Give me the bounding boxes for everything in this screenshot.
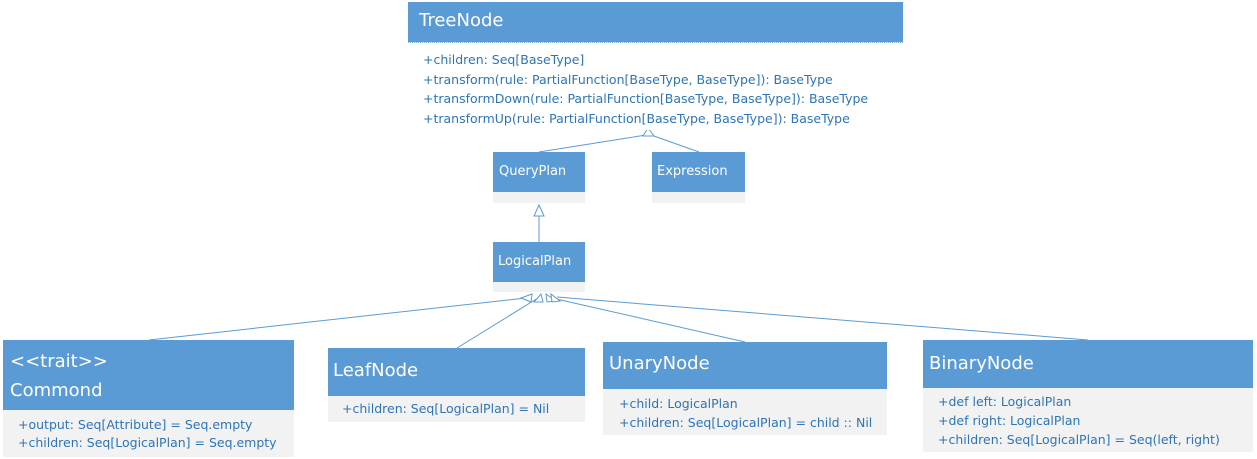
binarynode-member: +def left: LogicalPlan	[938, 394, 1072, 409]
commond-members: +output: Seq[Attribute] = Seq.empty +chi…	[3, 410, 294, 457]
logicalplan-header: LogicalPlan	[493, 242, 585, 282]
commond-header: <<trait>> Commond	[3, 340, 294, 410]
edge-unarynode-logicalplan	[551, 297, 746, 343]
class-expression[interactable]: Expression	[652, 152, 745, 203]
expression-header: Expression	[652, 152, 745, 192]
commond-stereotype: <<trait>>	[10, 351, 108, 372]
arrowhead-queryplan	[533, 203, 545, 217]
treenode-title: TreeNode	[419, 10, 504, 31]
leafnode-member: +children: Seq[LogicalPlan] = Nil	[342, 401, 550, 416]
logicalplan-members	[493, 282, 585, 292]
leafnode-members: +children: Seq[LogicalPlan] = Nil	[328, 396, 585, 422]
edge-commond-logicalplan	[148, 297, 527, 341]
treenode-member: +transformDown(rule: PartialFunction[Bas…	[423, 91, 869, 106]
arrowhead-logicalplan-c	[545, 292, 558, 303]
unarynode-members: +child: LogicalPlan +children: Seq[Logic…	[603, 389, 887, 435]
edge-binarynode-logicalplan	[556, 296, 1089, 341]
binarynode-title: BinaryNode	[929, 353, 1034, 374]
unarynode-title: UnaryNode	[609, 353, 710, 374]
expression-title: Expression	[657, 164, 728, 179]
edge-expression-treenode	[650, 134, 700, 153]
logicalplan-title: LogicalPlan	[498, 254, 572, 269]
binarynode-member: +def right: LogicalPlan	[938, 413, 1081, 428]
treenode-member: +children: Seq[BaseType]	[423, 52, 585, 67]
class-binarynode[interactable]: BinaryNode +def left: LogicalPlan +def r…	[923, 340, 1253, 452]
unarynode-header: UnaryNode	[603, 342, 887, 389]
commond-member: +output: Seq[Attribute] = Seq.empty	[18, 417, 253, 432]
binarynode-member: +children: Seq[LogicalPlan] = Seq(left, …	[938, 432, 1220, 447]
binarynode-members: +def left: LogicalPlan +def right: Logic…	[923, 388, 1253, 452]
arrowhead-logicalplan-b	[532, 292, 544, 303]
unarynode-member: +child: LogicalPlan	[619, 396, 738, 411]
class-unarynode[interactable]: UnaryNode +child: LogicalPlan +children:…	[603, 342, 887, 435]
unarynode-member: +children: Seq[LogicalPlan] = child :: N…	[619, 415, 873, 430]
arrowhead-logicalplan-d	[550, 292, 562, 303]
edge-leafnode-logicalplan	[456, 297, 539, 349]
treenode-members: +children: Seq[BaseType] +transform(rule…	[408, 42, 903, 130]
edge-queryplan-treenode	[538, 134, 647, 153]
binarynode-header: BinaryNode	[923, 340, 1253, 388]
treenode-header: TreeNode	[408, 2, 903, 42]
queryplan-title: QueryPlan	[499, 164, 567, 179]
arrowhead-logicalplan-a	[519, 293, 533, 303]
queryplan-members	[493, 192, 585, 203]
class-queryplan[interactable]: QueryPlan	[493, 152, 585, 203]
treenode-member: +transformUp(rule: PartialFunction[BaseT…	[423, 110, 850, 126]
class-commond[interactable]: <<trait>> Commond +output: Seq[Attribute…	[3, 340, 294, 457]
class-leafnode[interactable]: LeafNode +children: Seq[LogicalPlan] = N…	[328, 348, 585, 422]
leafnode-title: LeafNode	[333, 360, 419, 381]
commond-member: +children: Seq[LogicalPlan] = Seq.empty	[18, 435, 277, 450]
commond-title: Commond	[10, 380, 103, 401]
class-treenode[interactable]: TreeNode +children: Seq[BaseType] +trans…	[408, 2, 903, 130]
queryplan-header: QueryPlan	[493, 152, 585, 192]
expression-members	[652, 192, 745, 203]
treenode-member: +transform(rule: PartialFunction[BaseTyp…	[423, 71, 833, 87]
class-logicalplan[interactable]: LogicalPlan	[493, 242, 585, 292]
leafnode-header: LeafNode	[328, 348, 585, 396]
